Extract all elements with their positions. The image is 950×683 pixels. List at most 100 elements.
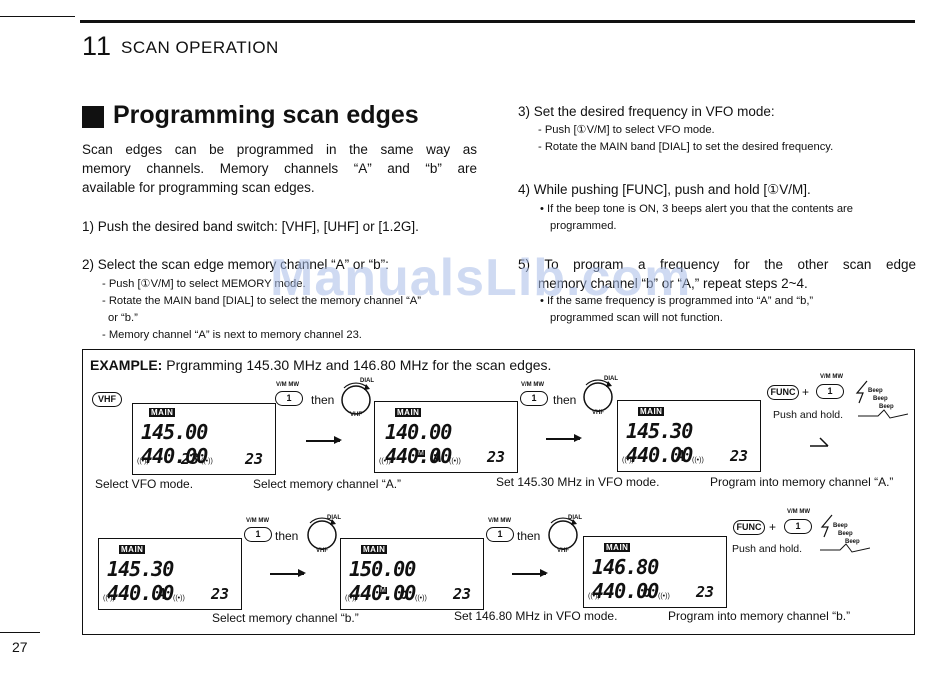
dial-knob-icon[interactable] <box>578 375 618 415</box>
example-box <box>82 349 915 635</box>
caption: Set 146.80 MHz in VFO mode. <box>454 609 618 623</box>
intro-line: memory channels. Memory channels “A” and… <box>82 161 477 176</box>
intro-paragraph: Scan edges can be programmed in the same… <box>82 140 477 197</box>
bullet: - Memory channel “A” is next to memory c… <box>102 329 362 341</box>
dial-knob-icon[interactable] <box>543 513 583 553</box>
signal-icon: ((•)) <box>137 458 149 465</box>
caption: Set 145.30 MHz in VFO mode. <box>496 475 660 489</box>
func-button[interactable]: FUNC <box>733 520 765 535</box>
lcd-channel: b <box>642 583 652 601</box>
vm-button[interactable]: 1 <box>244 527 272 542</box>
step-4: 4) While pushing [FUNC], push and hold [… <box>518 182 811 197</box>
lcd-frequency: 145.30 440.00 <box>107 557 174 605</box>
vm-button[interactable]: 1 <box>486 527 514 542</box>
caption: Select memory channel “A.” <box>253 477 402 491</box>
vm-button[interactable]: 1 <box>816 384 844 399</box>
lcd-channel: A <box>157 585 167 603</box>
vm-button[interactable]: 1 <box>784 519 812 534</box>
dial-knob-icon[interactable] <box>302 513 342 553</box>
section-bullet-icon <box>82 106 104 128</box>
example-label: EXAMPLE: <box>90 357 163 373</box>
main-badge: MAIN <box>361 545 388 554</box>
step-5-bullets: • If the same frequency is programmed in… <box>540 293 916 327</box>
lcd-display: MAIN 145.30 440.00 ((•)) A ((•)) 23 <box>98 538 242 610</box>
signal-icon: ((•)) <box>103 595 115 602</box>
lcd-channel: 23 <box>181 450 200 468</box>
signal-icon: ((•)) <box>173 595 185 602</box>
vm-button[interactable]: 1 <box>520 391 548 406</box>
bullet: • If the beep tone is ON, 3 beeps alert … <box>540 203 854 215</box>
vhf-small-label: VHF <box>316 548 328 554</box>
vhf-button[interactable]: VHF <box>92 392 122 407</box>
beep-label: Beep <box>838 531 853 537</box>
vm-mw-label: V/M MW <box>488 518 511 524</box>
step-5-line: memory channel “b” or “A,” repeat steps … <box>538 276 808 291</box>
main-badge: MAIN <box>395 408 422 417</box>
vm-mw-label: V/M MW <box>276 382 299 388</box>
intro-line: available for programming scan edges. <box>82 180 315 195</box>
beep-lightning-icon <box>855 380 868 404</box>
beep-label: Beep <box>879 404 894 410</box>
then-label: then <box>553 393 577 407</box>
memory-icon: M <box>417 450 425 457</box>
lcd-channel: 23 <box>453 585 472 603</box>
memory-icon: M <box>379 587 387 594</box>
arrow-right-icon <box>270 570 306 576</box>
return-arrow-icon <box>810 437 829 447</box>
lcd-channel: A <box>676 447 686 465</box>
signal-icon: ((•)) <box>658 593 670 600</box>
plus-label: + <box>769 520 777 534</box>
lcd-channel: b <box>399 585 409 603</box>
main-badge: MAIN <box>119 545 146 554</box>
caption: Program into memory channel “A.” <box>710 475 894 489</box>
vhf-small-label: VHF <box>350 412 362 418</box>
vm-button[interactable]: 1 <box>275 391 303 406</box>
bullet: or “b.” <box>108 312 138 324</box>
step-3: 3) Set the desired frequency in VFO mode… <box>518 104 775 119</box>
then-label: then <box>517 529 541 543</box>
func-button[interactable]: FUNC <box>767 385 799 400</box>
signal-icon: ((•)) <box>201 458 213 465</box>
dial-knob-icon[interactable] <box>336 378 376 418</box>
vm-mw-label: V/M MW <box>820 374 843 380</box>
main-badge: MAIN <box>149 408 176 417</box>
caption: Select memory channel “b.” <box>212 611 359 625</box>
signal-icon: ((•)) <box>588 593 600 600</box>
main-badge: MAIN <box>638 407 665 416</box>
signal-icon: ((•)) <box>345 595 357 602</box>
lcd-frequency: 145.30 440.00 <box>626 419 693 467</box>
step-2-bullets: - Push [①V/M] to select MEMORY mode. - R… <box>102 276 482 344</box>
signal-icon: ((•)) <box>692 457 704 464</box>
step-3-bullets: - Push [①V/M] to select VFO mode. - Rota… <box>538 122 833 156</box>
signal-icon: ((•)) <box>415 595 427 602</box>
dial-label: DIAL <box>568 515 582 521</box>
bullet: programmed. <box>550 220 617 232</box>
lcd-channel: 23 <box>696 583 715 601</box>
footer-rule <box>0 632 40 633</box>
beep-label: Beep <box>845 539 860 545</box>
lcd-display: MAIN 146.80 440.00 ((•)) b ((•)) 23 <box>583 536 727 608</box>
beep-label: Beep <box>833 523 848 529</box>
caption: Select VFO mode. <box>95 477 194 491</box>
step-5: 5) To program a frequency for the other … <box>518 255 916 293</box>
header-rule <box>80 20 915 23</box>
chapter-number: 11 <box>82 31 113 61</box>
arrow-right-icon <box>306 437 342 443</box>
dial-label: DIAL <box>604 376 618 382</box>
lcd-channel: 23 <box>211 585 230 603</box>
vhf-small-label: VHF <box>557 548 569 554</box>
lcd-channel: A <box>433 448 443 466</box>
example-title-text: Prgramming 145.30 MHz and 146.80 MHz for… <box>162 357 552 373</box>
bullet: - Push [①V/M] to select MEMORY mode. <box>102 278 306 290</box>
then-label: then <box>275 529 299 543</box>
plus-label: + <box>802 385 810 399</box>
vm-mw-label: V/M MW <box>787 509 810 515</box>
signal-icon: ((•)) <box>622 457 634 464</box>
beep-label: Beep <box>868 388 883 394</box>
lcd-display: MAIN 145.00 440.00 ((•)) 23 ((•)) 23 <box>132 403 276 475</box>
dial-label: DIAL <box>327 515 341 521</box>
signal-icon: ((•)) <box>379 458 391 465</box>
signal-icon: ((•)) <box>449 458 461 465</box>
step-2: 2) Select the scan edge memory channel “… <box>82 257 389 272</box>
arrow-right-icon <box>546 435 582 441</box>
